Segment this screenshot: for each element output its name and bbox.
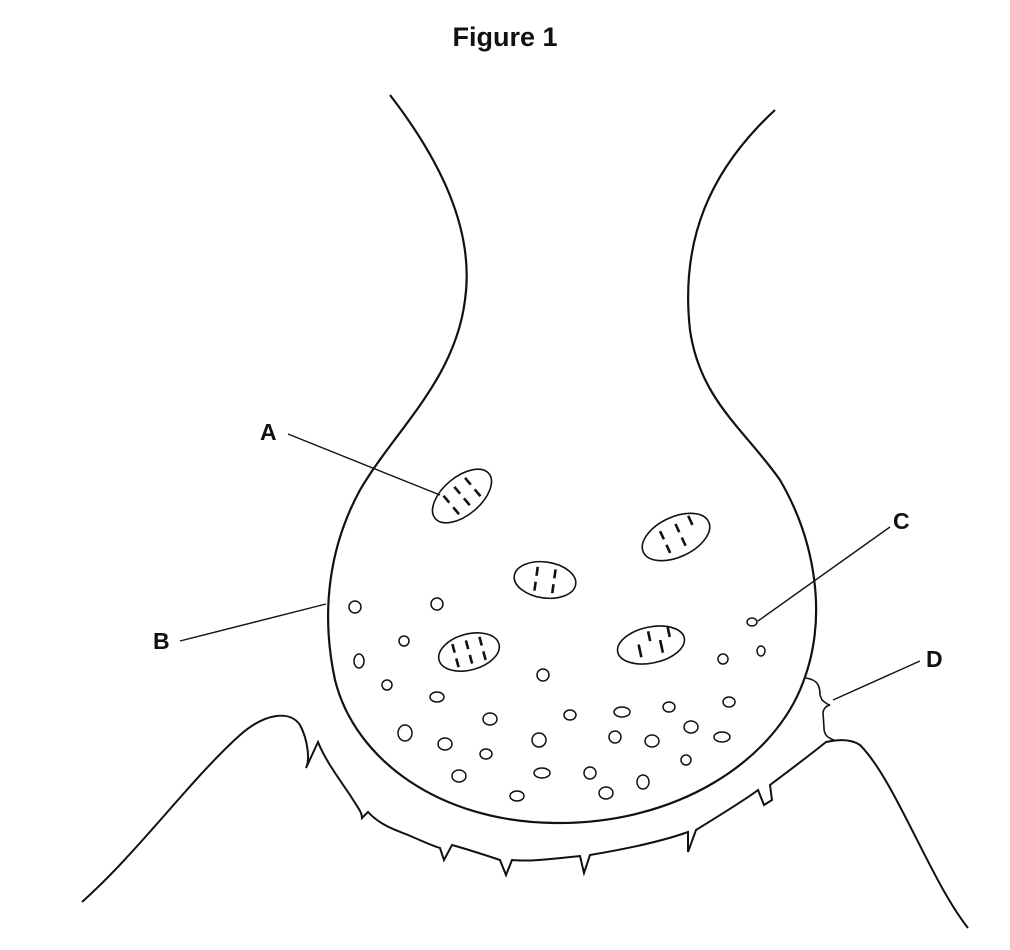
label-b: B bbox=[153, 628, 170, 654]
label-c: C bbox=[893, 508, 910, 534]
mitochondrion bbox=[431, 468, 493, 524]
mitochondrion bbox=[616, 625, 686, 665]
presynaptic-knob-outline bbox=[327, 94, 818, 825]
leader-line-c bbox=[757, 526, 891, 622]
mitochondrion bbox=[641, 512, 711, 562]
mitochondrion bbox=[437, 632, 501, 672]
leader-line-d bbox=[832, 660, 921, 701]
figure-title: Figure 1 bbox=[452, 22, 558, 52]
mitochondrion bbox=[513, 560, 577, 600]
cleft-bracket bbox=[805, 677, 835, 741]
synaptic-vesicles bbox=[348, 597, 766, 802]
leader-line-b bbox=[179, 603, 327, 642]
label-d: D bbox=[926, 646, 943, 672]
label-a: A bbox=[260, 419, 277, 445]
postsynaptic-membrane bbox=[81, 714, 969, 929]
leader-line-a bbox=[287, 433, 441, 496]
